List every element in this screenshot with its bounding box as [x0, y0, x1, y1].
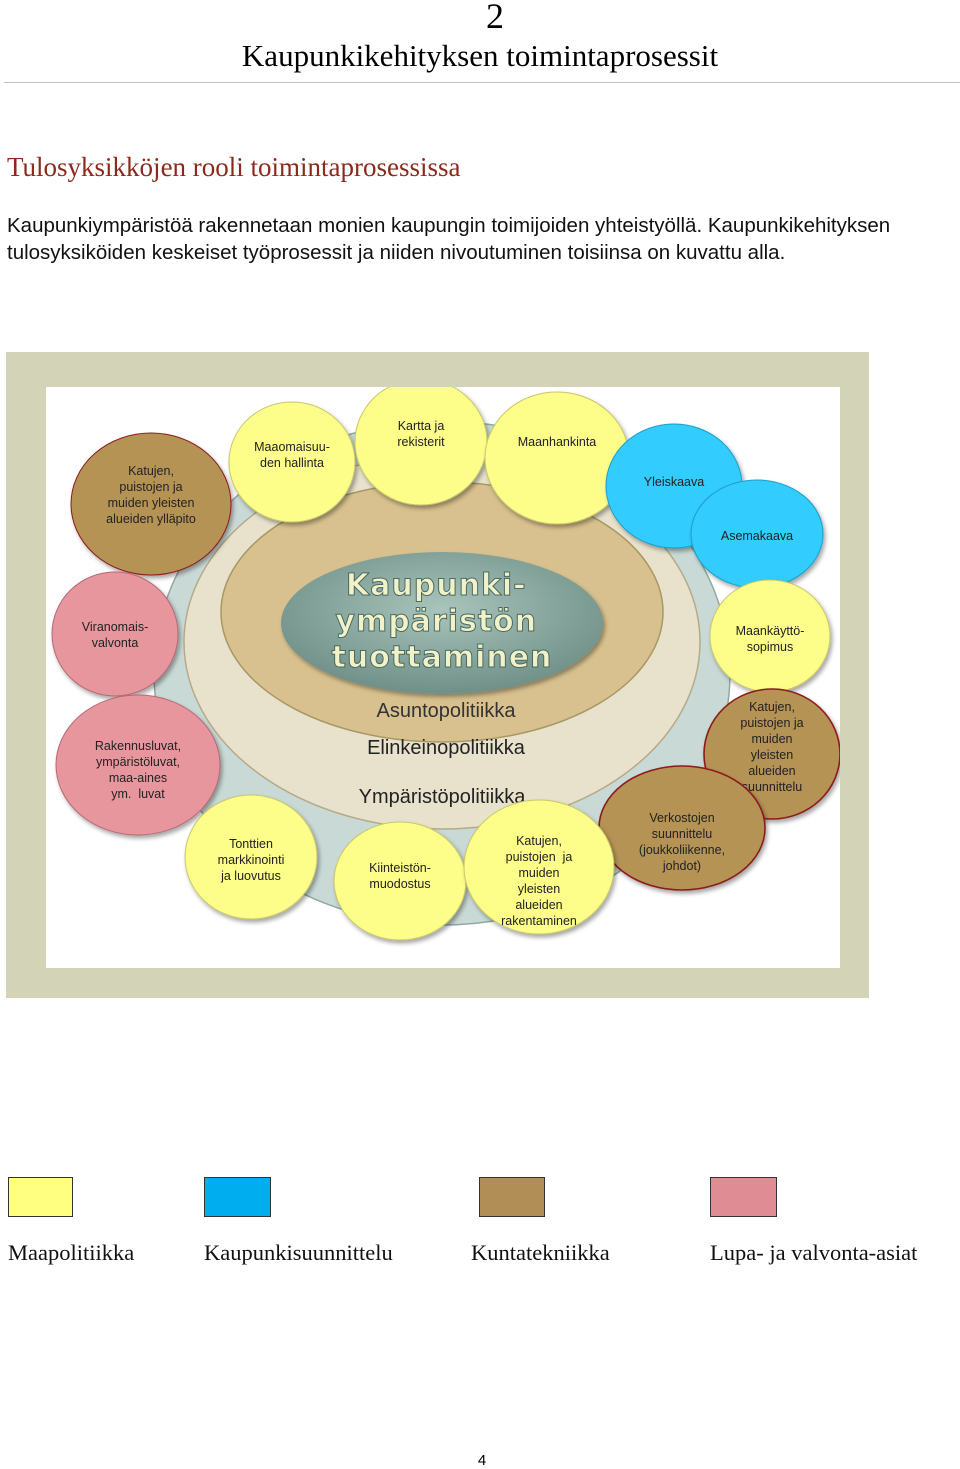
legend-label-kuntatekniikka: Kuntatekniikka	[471, 1240, 610, 1265]
bubble-maanhankinta: Maanhankinta	[484, 391, 630, 525]
diagram-canvas: Kaupunki- ympäristön tuottaminen Asuntop…	[46, 387, 840, 968]
legend-swatch-kaupunkisuunnittelu	[204, 1177, 271, 1217]
bubble-label: Yleiskaava	[644, 475, 704, 489]
bubble-shape	[228, 401, 356, 523]
legend-label-maapolitiikka: Maapolitiikka	[8, 1240, 135, 1265]
chapter-title: Kaupunkikehityksen toimintaprosessit	[241, 38, 719, 73]
ring-label-elinkeinopolitiikka: Elinkeinopolitiikka	[367, 737, 526, 759]
bubble-shape	[51, 571, 179, 697]
bubble-shape	[463, 799, 615, 935]
center-ellipse	[281, 552, 603, 694]
bubble-kiinteisto: Kiinteistön-muodostus	[333, 821, 467, 941]
ring-label-ymparistopolitiikka: Ympäristöpolitiikka	[359, 786, 527, 808]
bubble-shape	[70, 432, 232, 576]
header-divider	[4, 82, 960, 83]
bubble-label: Maanhankinta	[518, 435, 597, 449]
diagram-frame: Kaupunki- ympäristön tuottaminen Asuntop…	[6, 352, 869, 998]
bubble-shape	[55, 694, 221, 836]
bubble-asemakaava: Asemakaava	[690, 479, 824, 589]
bubble-shape	[484, 391, 630, 525]
bubble-maankaytto: Maankäyttö-sopimus	[709, 579, 831, 693]
bubble-viranomaisvalvonta: Viranomais-valvonta	[51, 571, 179, 697]
section-title: Tulosyksikköjen rooli toimintaprosessiss…	[7, 152, 461, 182]
legend-swatch-maapolitiikka	[8, 1177, 73, 1217]
bubble-label: Asemakaava	[721, 529, 793, 543]
center-title: Kaupunki- ympäristön tuottaminen	[332, 568, 553, 675]
process-diagram: Kaupunki- ympäristön tuottaminen Asuntop…	[51, 387, 840, 941]
ring-label-asuntopolitiikka: Asuntopolitiikka	[377, 700, 517, 722]
intro-line: Kaupunkiympäristöä rakennetaan monien ka…	[7, 214, 891, 237]
chapter-number: 2	[486, 0, 504, 36]
legend-label-lupa: Lupa- ja valvonta-asiat	[710, 1240, 918, 1265]
intro-paragraph: Kaupunkiympäristöä rakennetaan monien ka…	[7, 212, 957, 266]
legend-swatch-lupa	[710, 1177, 777, 1217]
intro-line: tulosyksiköiden keskeiset työprosessit j…	[7, 241, 786, 264]
bubble-shape	[184, 794, 318, 920]
bubble-maaomaisuus: Maaomaisuu-den hallinta	[228, 401, 356, 523]
legend-label-kaupunkisuunnittelu: Kaupunkisuunnittelu	[204, 1240, 393, 1265]
bubble-label: Maankäyttö-sopimus	[736, 624, 805, 654]
legend-swatch-kuntatekniikka	[479, 1177, 545, 1217]
bubble-label: Maaomaisuu-den hallinta	[254, 440, 330, 470]
bubble-label: Kiinteistön-muodostus	[369, 861, 431, 891]
page-number: 4	[477, 1452, 487, 1469]
bubble-label: Viranomais-valvonta	[82, 620, 148, 650]
